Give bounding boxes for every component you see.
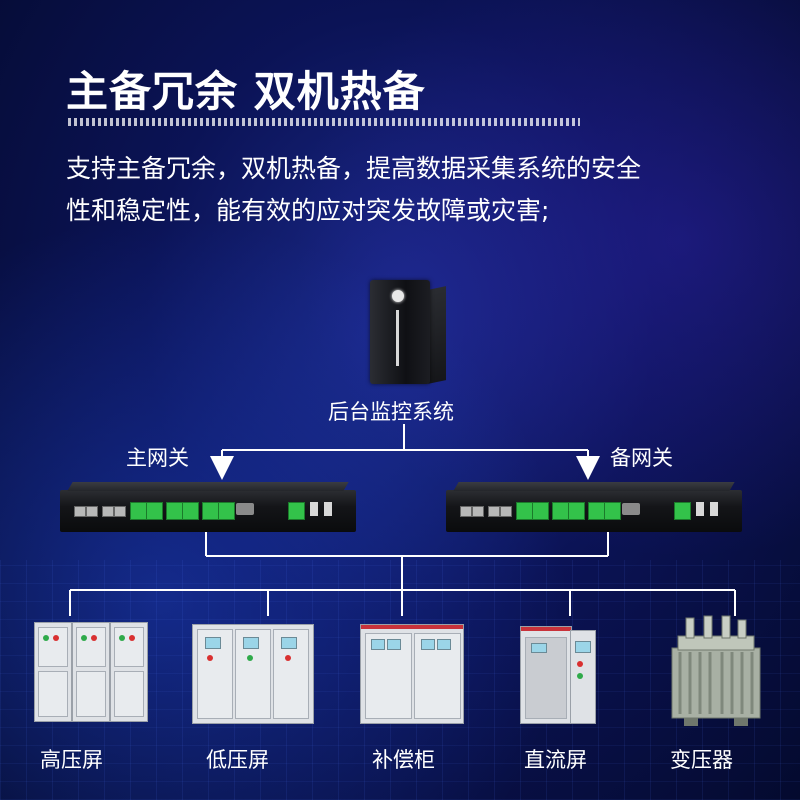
primary-gateway-device [60, 482, 356, 532]
description-line-2: 性和稳定性，能有效的应对突发故障或灾害; [66, 196, 550, 225]
high-voltage-switchgear-icon [34, 622, 148, 722]
device-label-1: 高压屏 [40, 748, 103, 772]
transformer-icon [664, 612, 768, 728]
description-line-1: 支持主备冗余，双机热备，提高数据采集系统的安全 [66, 154, 642, 183]
compensation-cabinet-icon [360, 624, 464, 724]
dc-panel-icon [520, 626, 596, 726]
device-label-2: 低压屏 [206, 748, 269, 772]
monitor-pc-icon [370, 274, 448, 386]
monitor-label: 后台监控系统 [328, 400, 454, 424]
backup-gateway-label: 备网关 [610, 446, 673, 470]
description: 支持主备冗余，双机热备，提高数据采集系统的安全 性和稳定性，能有效的应对突发故障… [66, 148, 726, 232]
title-underline [68, 118, 580, 126]
page-title: 主备冗余 双机热备 [66, 67, 426, 116]
low-voltage-switchgear-icon [192, 624, 314, 724]
device-label-3: 补偿柜 [372, 748, 435, 772]
device-label-5: 变压器 [670, 748, 733, 772]
backup-gateway-device [446, 482, 742, 532]
primary-gateway-label: 主网关 [126, 446, 189, 470]
device-label-4: 直流屏 [524, 748, 587, 772]
